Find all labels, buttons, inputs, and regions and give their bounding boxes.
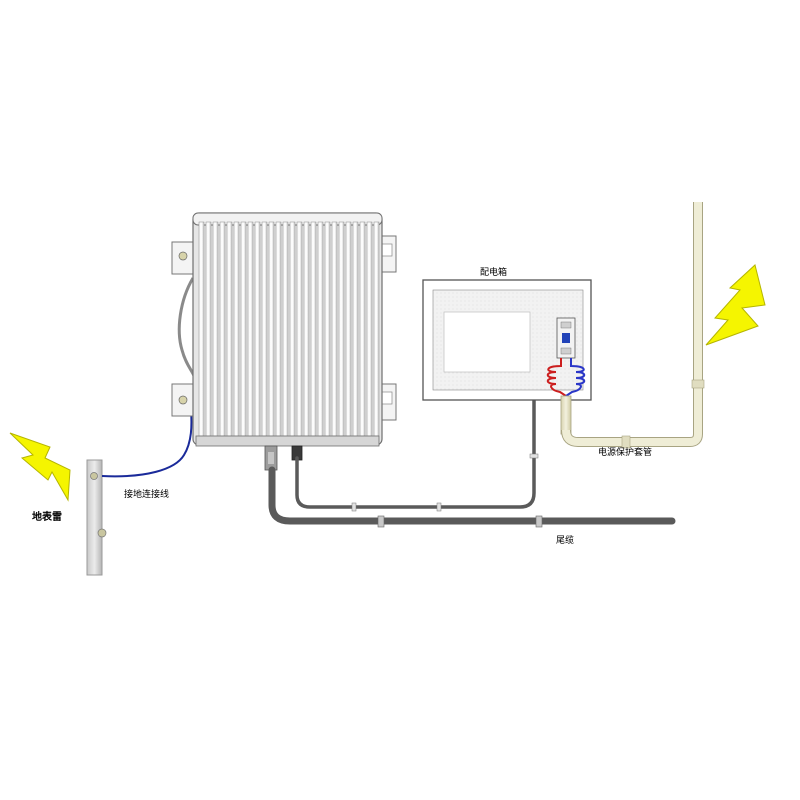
heat-sink-fin: [366, 221, 373, 437]
heat-sink-fin: [219, 221, 226, 437]
distribution-box: [422, 279, 592, 401]
heat-sink-fin: [352, 221, 359, 437]
heat-sink-fin: [331, 221, 338, 437]
heat-sink-fin: [338, 221, 345, 437]
heat-sink-fin: [205, 221, 212, 437]
blue-wire-coil: [565, 358, 586, 397]
ground-wire-label: 接地连接线: [124, 488, 169, 500]
heat-sink-fin: [303, 221, 310, 437]
heat-sink-fin: [240, 221, 247, 437]
tail-cable: [268, 466, 676, 525]
heat-sink-fin: [268, 221, 275, 437]
heat-sink-fins: [198, 221, 380, 437]
conduit-pipe: [560, 202, 705, 449]
heat-sink-fin: [310, 221, 317, 437]
heat-sink-fin: [261, 221, 268, 437]
heat-sink-fin: [317, 221, 324, 437]
heat-sink-fin: [282, 221, 289, 437]
heat-sink-fin: [212, 221, 219, 437]
heat-sink-fin: [247, 221, 254, 437]
heat-sink-fin: [296, 221, 303, 437]
heat-sink-fin: [359, 221, 366, 437]
lightning-bolt-icon: [705, 264, 766, 346]
heat-sink-fin: [289, 221, 296, 437]
tail-cable-label: 尾缆: [556, 534, 574, 546]
ground-wire: [101, 409, 193, 478]
equipment-enclosure: [171, 212, 397, 471]
heat-sink-fin: [233, 221, 240, 437]
heat-sink-fin: [226, 221, 233, 437]
distribution-box-label: 配电箱: [480, 266, 507, 278]
heat-sink-fin: [254, 221, 261, 437]
lightning-bolt-icon: [9, 432, 71, 502]
heat-sink-fin: [345, 221, 352, 437]
conduit-label: 电源保护套管: [598, 446, 652, 458]
heat-sink-fin: [324, 221, 331, 437]
red-wire-coil: [546, 358, 567, 397]
ground-rod-label: 地表雷: [32, 510, 62, 523]
heat-sink-fin: [275, 221, 282, 437]
heat-sink-fin: [198, 221, 205, 437]
ground-rod: [86, 459, 107, 576]
heat-sink-fin: [373, 221, 380, 437]
